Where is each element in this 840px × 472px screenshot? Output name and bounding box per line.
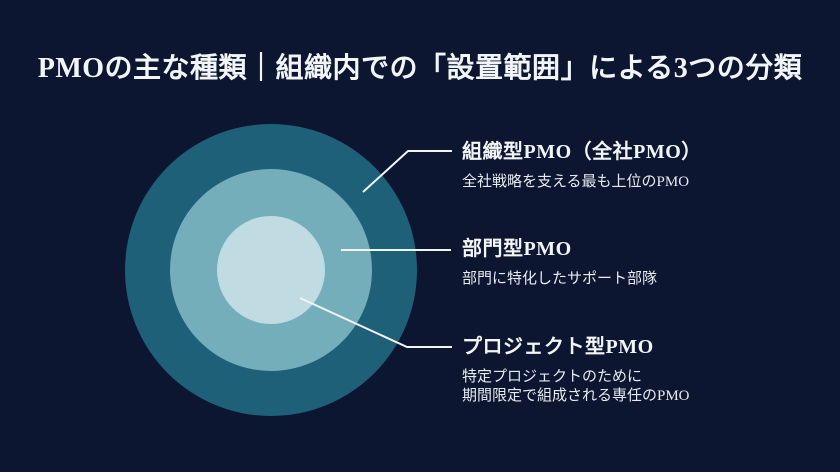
page-title: PMOの主な種類｜組織内での「設置範囲」による3つの分類 (37, 53, 803, 84)
label-departmental-pmo-description: 部門に特化したサポート部隊 (462, 271, 658, 287)
label-organizational-pmo-heading: 組織型PMO（全社PMO） (462, 141, 702, 163)
ring-project-pmo (217, 216, 325, 324)
label-organizational-pmo-description: 全社戦略を支える最も上位のPMO (462, 174, 690, 190)
label-departmental-pmo-heading: 部門型PMO (462, 238, 572, 260)
label-project-pmo-description: 特定プロジェクトのために 期間限定で組成される専任のPMO (462, 369, 690, 404)
leader-line-project-pmo (299, 297, 452, 348)
label-project-pmo: プロジェクト型PMO 特定プロジェクトのために 期間限定で組成される専任のPMO (462, 334, 690, 406)
label-project-pmo-heading: プロジェクト型PMO (462, 336, 654, 358)
label-departmental-pmo: 部門型PMO 部門に特化したサポート部隊 (462, 236, 657, 289)
leader-line-organizational-pmo (362, 150, 452, 193)
label-organizational-pmo: 組織型PMO（全社PMO） 全社戦略を支える最も上位のPMO (462, 139, 702, 192)
